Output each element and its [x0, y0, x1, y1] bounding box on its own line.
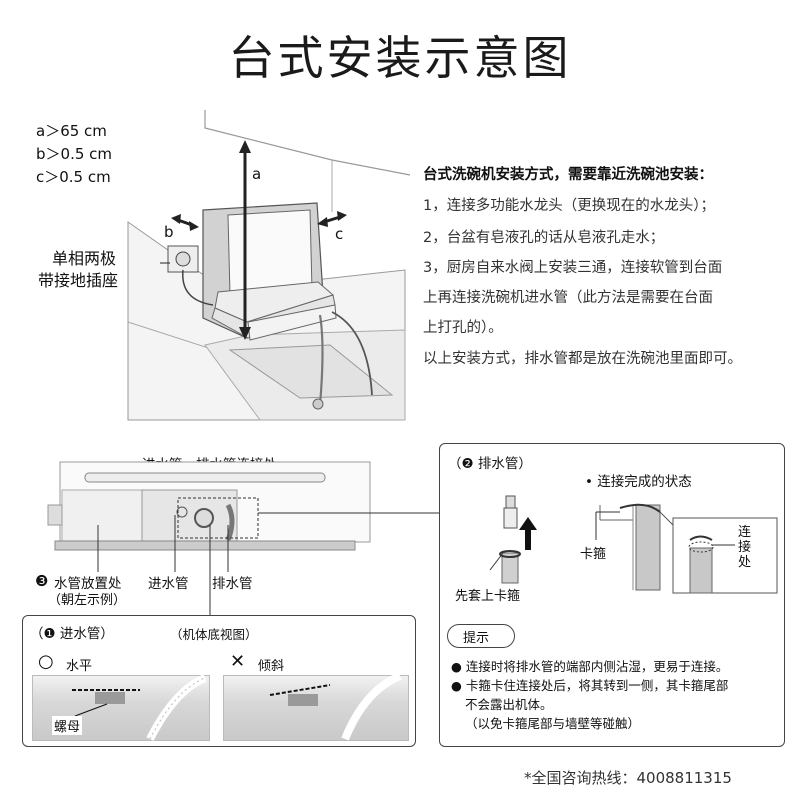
socket-label-line2: 带接地插座	[38, 271, 119, 290]
clamp-label: 卡箍	[580, 547, 607, 562]
tip-badge	[447, 624, 515, 648]
level-label: 水平	[66, 659, 93, 674]
joint-label-2: 接	[738, 540, 752, 555]
arrow-label-c: c	[335, 225, 344, 243]
drain-panel-title: （❷ 排水管）	[448, 456, 532, 472]
socket-label-line1: 单相两极	[52, 249, 117, 268]
dimension-b: b＞0.5 cm	[36, 145, 113, 163]
dimension-c: c＞0.5 cm	[36, 168, 111, 186]
storage-number: ❸	[35, 572, 49, 590]
instruction-line: 以上安装方式，排水管都是放在洗碗池里面即可。	[423, 351, 742, 367]
tip-line: ● 连接时将排水管的端部内侧沾湿，更易于连接。	[451, 659, 729, 674]
instruction-line: 1，连接多功能水龙头（更换现在的水龙头）；	[423, 198, 715, 214]
hotline: *全国咨询热线：4008811315	[524, 769, 732, 787]
instruction-line: 上打孔的）。	[423, 320, 503, 336]
nut-label: 螺母	[52, 716, 83, 735]
tip-line: （以免卡箍尾部与墙壁等碰触）	[465, 716, 641, 731]
inlet-label: 进水管	[148, 576, 189, 592]
page-title: 台式安装示意图	[228, 31, 572, 85]
drain-pipe-panel	[439, 443, 785, 747]
joint-label-3: 处	[738, 555, 752, 570]
instruction-line: 3，厨房自来水阀上安装三通，连接软管到台面	[423, 260, 723, 276]
dimension-a: a＞65 cm	[36, 122, 107, 140]
tip-line: 不会露出机体。	[465, 697, 553, 712]
drain-label: 排水管	[212, 576, 253, 592]
correct-mark-icon: ○	[38, 651, 54, 672]
state-label: • 连接完成的状态	[585, 474, 692, 490]
inlet-panel-title: （❶ 进水管）	[30, 626, 114, 642]
instructions-heading: 台式洗碗机安装方式，需要靠近洗碗池安装：	[423, 167, 713, 183]
arrow-label-b: b	[164, 223, 174, 241]
storage-label: 水管放置处	[54, 576, 122, 592]
wrong-mark-icon: ✕	[230, 651, 246, 672]
inlet-panel-subtitle: （机体底视图）	[170, 627, 258, 642]
instruction-line: 2，台盆有皂液孔的话从皂液孔走水；	[423, 230, 665, 246]
tip-label: 提示	[463, 631, 490, 646]
joint-label-1: 连	[738, 525, 752, 540]
clamp-first-label: 先套上卡箍	[455, 589, 521, 604]
tip-line: ● 卡箍卡住连接处后，将其转到一侧，其卡箍尾部	[451, 678, 729, 693]
tilted-label: 倾斜	[258, 659, 285, 674]
arrow-label-a: a	[252, 165, 262, 183]
storage-sub-label: （朝左示例）	[48, 593, 127, 608]
instruction-line: 上再连接洗碗机进水管（此方法是需要在台面	[423, 290, 713, 306]
